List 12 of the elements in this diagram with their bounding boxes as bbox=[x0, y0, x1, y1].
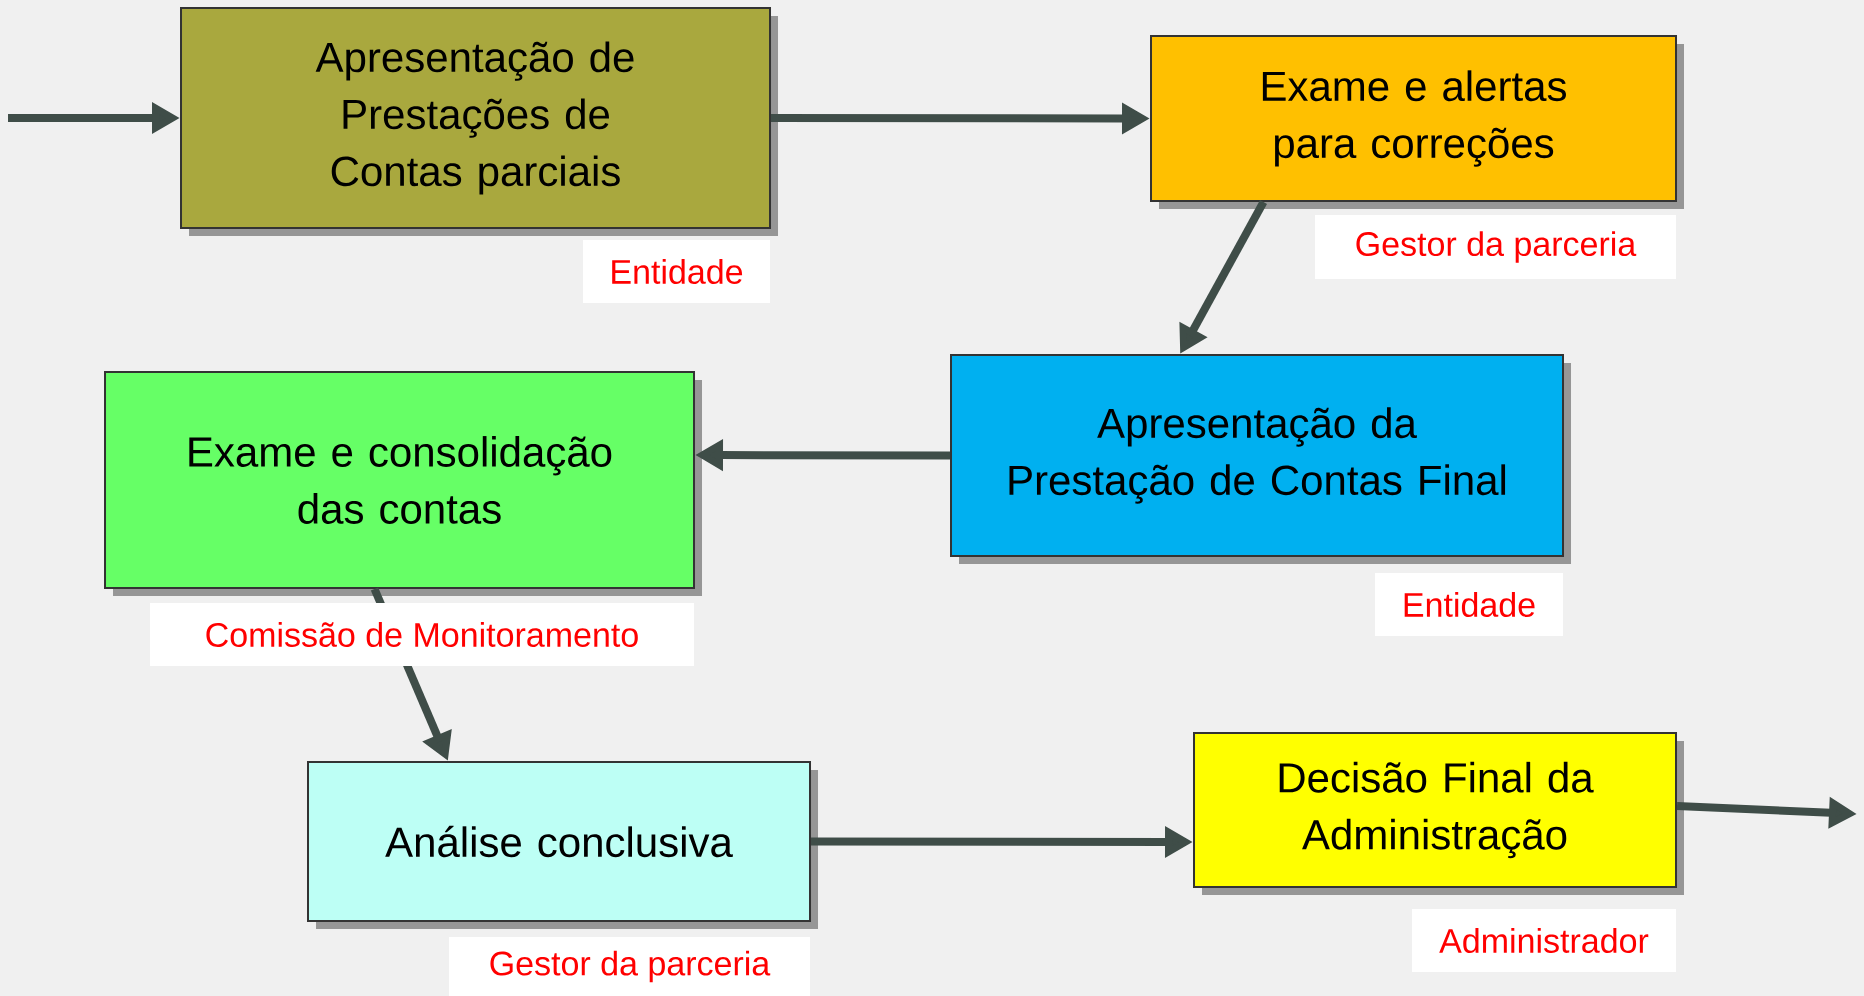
role-label: Gestor da parceria bbox=[1315, 215, 1676, 279]
process-box: Exame e consolidação das contas bbox=[104, 371, 695, 589]
role-label: Gestor da parceria bbox=[449, 937, 810, 996]
process-box: Apresentação da Prestação de Contas Final bbox=[950, 354, 1564, 557]
process-box: Apresentação de Prestações de Contas parciais bbox=[180, 7, 771, 229]
role-label: Administrador bbox=[1412, 909, 1676, 972]
role-label: Entidade bbox=[583, 240, 770, 303]
process-box: Análise conclusiva bbox=[307, 761, 811, 922]
process-box: Decisão Final da Administração bbox=[1193, 732, 1677, 888]
role-label: Entidade bbox=[1375, 573, 1563, 636]
process-box: Exame e alertas para correções bbox=[1150, 35, 1677, 202]
role-label: Comissão de Monitoramento bbox=[150, 603, 694, 666]
